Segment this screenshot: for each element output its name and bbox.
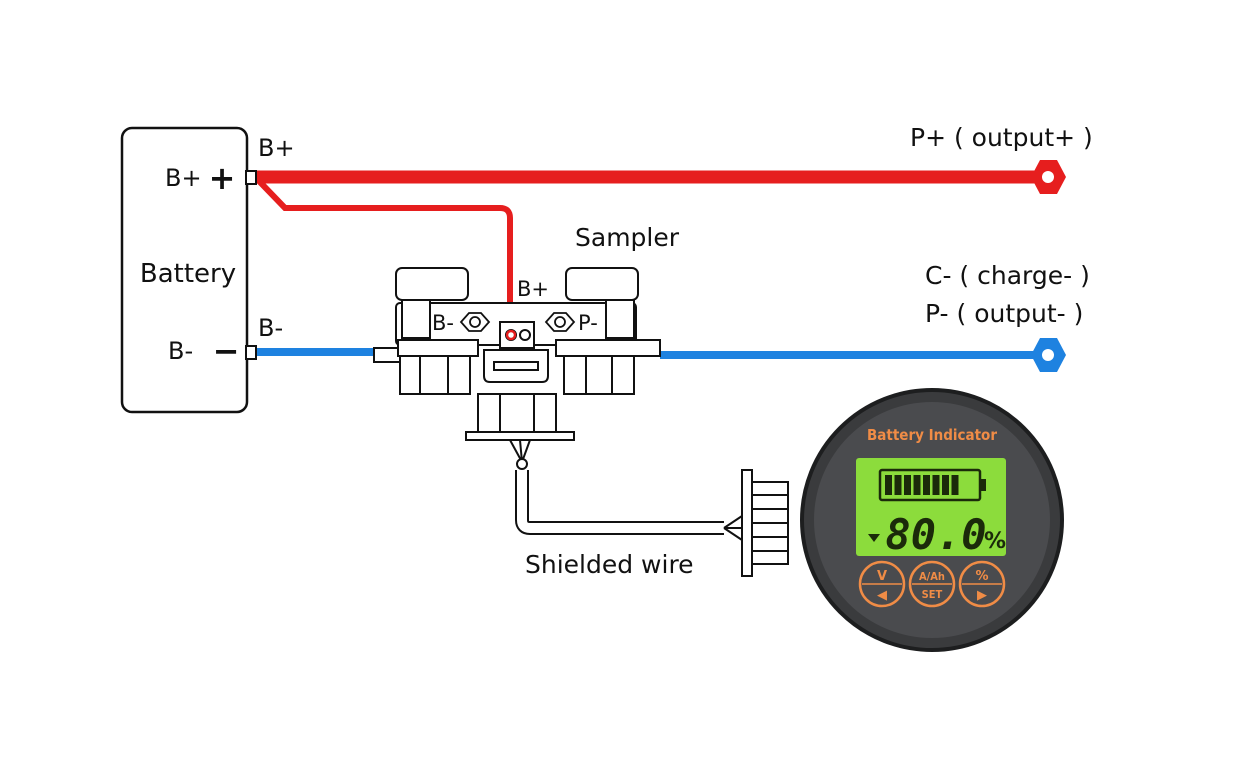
positive-output-terminal xyxy=(1031,160,1066,194)
button-set-top: A/Ah xyxy=(919,570,945,583)
shielded-wire xyxy=(509,439,743,541)
charge-bar xyxy=(885,475,892,495)
charge-bar xyxy=(942,475,949,495)
indicator-reading: 80.0 xyxy=(885,510,986,559)
charge-bar xyxy=(904,475,911,495)
bminus-wire-label: B- xyxy=(258,314,283,342)
lcd-indicator-arrow xyxy=(868,534,880,542)
charge-bar xyxy=(894,475,902,495)
indicator-title: Battery Indicator xyxy=(867,426,997,444)
charge-bar xyxy=(951,475,959,495)
battery-label: Battery xyxy=(140,259,236,289)
shielded-wire-label: Shielded wire xyxy=(525,550,694,579)
battery-negative-symbol: − xyxy=(213,332,240,370)
indicator-lcd xyxy=(856,458,1006,556)
battery-negative-label: B- xyxy=(168,337,193,365)
indicator-unit: % xyxy=(984,529,1006,554)
sampler-label: Sampler xyxy=(575,223,680,252)
battery-positive-label: B+ xyxy=(165,164,202,192)
sense-wire-tip xyxy=(505,329,517,341)
battery-level-icon xyxy=(878,468,986,502)
positive-sense-wire xyxy=(255,177,513,336)
cminus-charge-label: C- ( charge- ) xyxy=(925,261,1090,290)
battery-positive-symbol: + xyxy=(209,159,236,197)
charge-bar xyxy=(923,475,930,495)
battery: Battery B+ + B- − xyxy=(120,126,257,414)
indicator-button-set[interactable]: A/Ah SET xyxy=(908,560,956,608)
button-set-bottom: SET xyxy=(922,588,943,601)
sampler xyxy=(373,267,661,441)
charge-bar xyxy=(932,475,940,495)
button-voltage-top: V xyxy=(877,569,887,584)
display-connector-plug xyxy=(741,469,789,577)
battery-indicator: Battery Indicator 80.0 % V ◀ A/Ah SET % xyxy=(800,388,1064,652)
charge-bar xyxy=(913,475,921,495)
sampler-terminal-bminus: B- xyxy=(432,311,454,335)
negative-output-terminal xyxy=(1031,338,1066,372)
sampler-terminal-pminus: P- xyxy=(578,311,598,335)
pplus-output-label: P+ ( output+ ) xyxy=(910,123,1093,152)
button-percent-bottom: ▶ xyxy=(977,588,987,603)
sampler-bolt-left xyxy=(459,312,491,332)
indicator-button-voltage[interactable]: V ◀ xyxy=(858,560,906,608)
button-percent-top: % xyxy=(975,569,988,584)
pminus-output-label: P- ( output- ) xyxy=(925,299,1083,328)
sampler-terminal-bplus: B+ xyxy=(517,277,549,301)
indicator-button-percent[interactable]: % ▶ xyxy=(958,560,1006,608)
button-voltage-bottom: ◀ xyxy=(877,588,887,603)
sampler-bolt-right xyxy=(544,312,576,332)
bplus-wire-label: B+ xyxy=(258,134,295,162)
